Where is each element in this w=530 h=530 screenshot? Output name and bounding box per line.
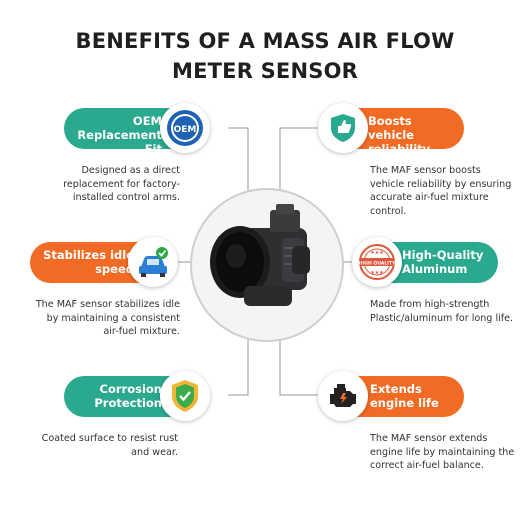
product-image-circle (190, 188, 344, 342)
benefit-description-aluminum: Made from high-strength Plastic/aluminum… (370, 299, 514, 324)
benefit-description-reliability: The MAF sensor boosts vehicle reliabilit… (370, 165, 512, 217)
page-title: BENEFITS OF A MASS AIR FLOW METER SENSOR (0, 26, 530, 86)
engine-icon (318, 371, 368, 421)
high-quality-badge-text: HIGH QUALITY (359, 261, 397, 267)
svg-text:★★★: ★★★ (370, 270, 384, 276)
benefit-label: Corrosion Protection (94, 382, 162, 410)
benefit-label: Stabilizes idle speed (43, 248, 134, 276)
title-line-1: BENEFITS OF A MASS AIR FLOW (75, 29, 455, 53)
oem-seal-icon: OEM (160, 103, 210, 153)
benefit-label: OEM Replacement Fit (77, 114, 162, 156)
car-check-icon (128, 237, 178, 287)
benefit-description-corrosion: Coated surface to resist rust and wear. (41, 433, 178, 458)
svg-text:★★★: ★★★ (370, 250, 384, 256)
benefit-description-oem: Designed as a direct replacement for fac… (63, 165, 180, 203)
benefit-label: Boosts vehicle reliability (368, 114, 431, 156)
benefit-pill-corrosion: Corrosion Protection (64, 376, 204, 417)
benefit-description-engine: The MAF sensor extends engine life by ma… (370, 433, 515, 471)
thumbs-up-shield-icon (318, 103, 368, 153)
high-quality-stamp-icon: HIGH QUALITY ★★★ ★★★ (352, 237, 402, 287)
shield-check-icon (160, 371, 210, 421)
benefit-label: High-Quality Aluminum (402, 248, 484, 276)
title-line-2: METER SENSOR (172, 59, 358, 83)
mass-air-flow-sensor-image (210, 204, 310, 306)
benefit-label: Extends engine life (370, 382, 439, 410)
oem-badge-text: OEM (174, 125, 197, 135)
benefit-description-idle: The MAF sensor stabilizes idle by mainta… (35, 299, 180, 337)
